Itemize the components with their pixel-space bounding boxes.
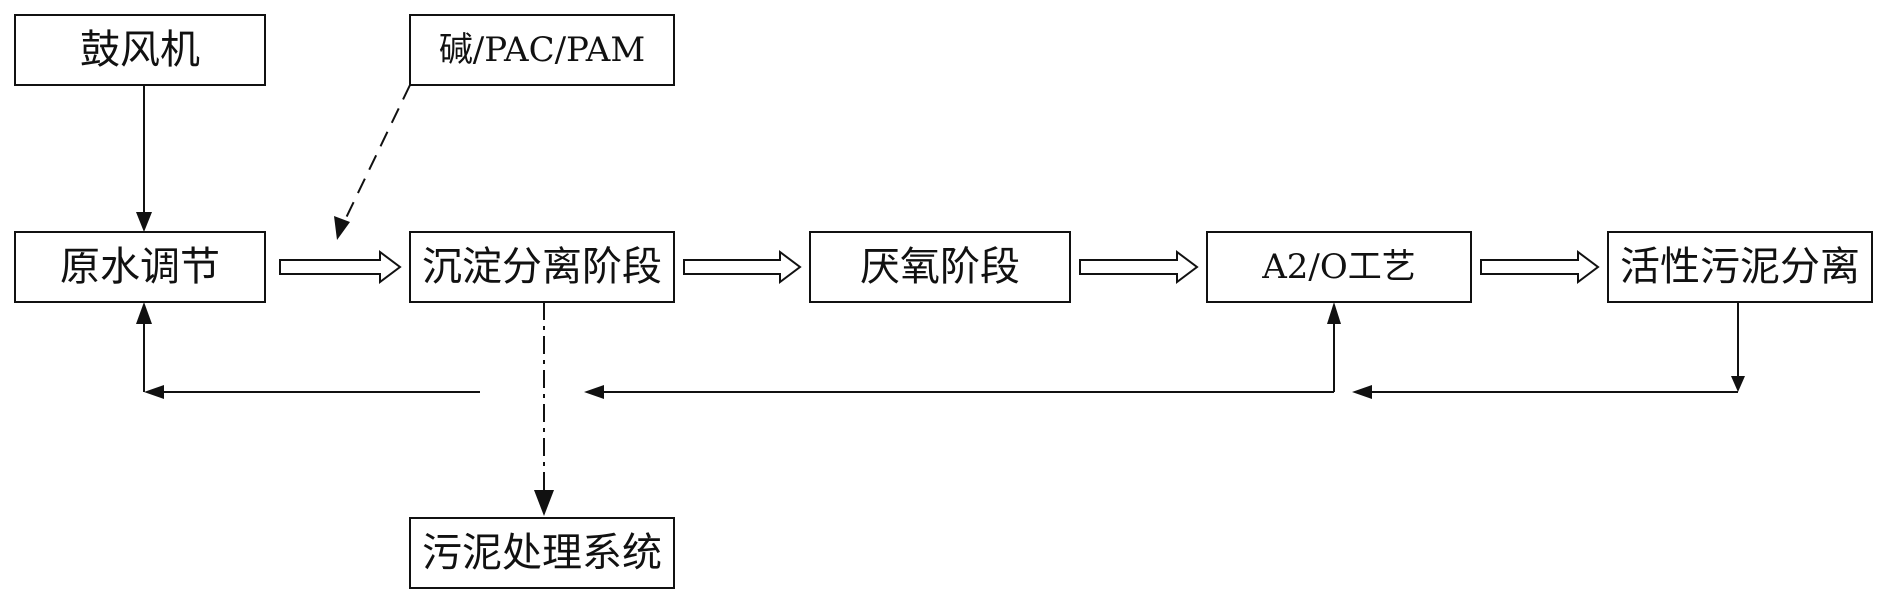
node-anaerobic: 厌氧阶段 [809, 231, 1071, 303]
flow-arrow-a2o-to-activated-sludge [1480, 250, 1600, 284]
node-anaerobic-box [809, 231, 1071, 303]
arrow-return-to-raw-water [136, 302, 152, 392]
node-blower-label: 鼓风机 [80, 27, 200, 73]
return-line-right-segment [1352, 385, 1738, 399]
flow-arrow-anaerobic-to-a2o [1079, 250, 1199, 284]
node-a2o-label: A2/O工艺 [1261, 247, 1416, 287]
arrow-blower-to-raw-water [136, 85, 152, 232]
node-blower-box [14, 14, 266, 86]
arrow-return-to-a2o [1327, 302, 1341, 392]
return-line-middle-segment [584, 385, 1334, 399]
node-sedimentation-label: 沉淀分离阶段 [422, 244, 662, 290]
node-sedimentation-box [409, 231, 675, 303]
flow-arrow-sedimentation-to-anaerobic [683, 250, 802, 284]
node-activated-sludge-box [1607, 231, 1873, 303]
node-sludge-treatment-label: 污泥处理系统 [422, 530, 662, 576]
node-activated-sludge: 活性污泥分离 [1607, 231, 1873, 303]
arrow-activated-sludge-down [1731, 302, 1745, 392]
node-activated-sludge-label: 活性污泥分离 [1620, 244, 1860, 290]
node-blower: 鼓风机 [14, 14, 266, 86]
arrow-sedimentation-to-sludge-treatment [534, 302, 554, 516]
node-raw-water-adjust-box [14, 231, 266, 303]
node-a2o: A2/O工艺 [1206, 231, 1472, 303]
node-raw-water-adjust-label: 原水调节 [60, 244, 220, 290]
node-chemicals-label: 碱/PAC/PAM [439, 30, 645, 70]
node-sedimentation: 沉淀分离阶段 [409, 231, 675, 303]
node-sludge-treatment: 污泥处理系统 [409, 517, 675, 589]
node-chemicals-box [409, 14, 675, 86]
flow-arrow-raw-to-sedimentation [279, 250, 402, 284]
node-anaerobic-label: 厌氧阶段 [860, 244, 1020, 290]
node-a2o-box [1206, 231, 1472, 303]
node-chemicals: 碱/PAC/PAM [409, 14, 675, 86]
node-raw-water-adjust: 原水调节 [14, 231, 266, 303]
arrow-chemicals-dosing [334, 84, 411, 240]
return-line-left-segment [144, 385, 480, 399]
node-sludge-treatment-box [409, 517, 675, 589]
